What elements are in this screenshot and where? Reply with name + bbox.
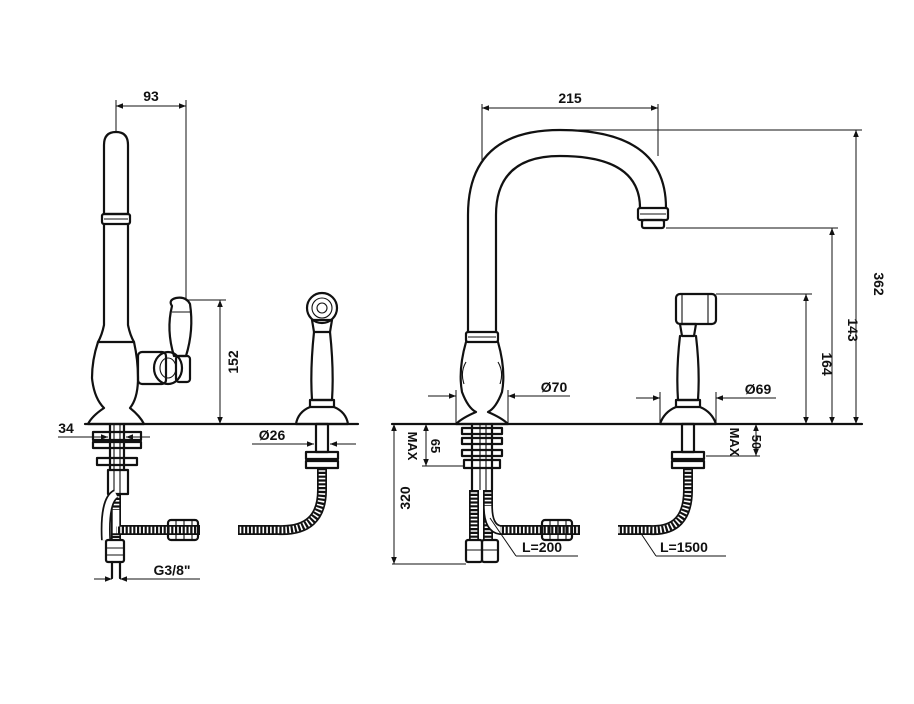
dim-hole-34: 34 (58, 420, 150, 440)
mixer-front-fittings (460, 422, 504, 492)
dim-deck-50: 50 MAX (706, 423, 764, 457)
dim-outlet-label: 143 (845, 318, 861, 342)
dim-thread-label: G3/8" (154, 562, 191, 578)
front-view: 215 362 143 164 Ø70 (390, 90, 887, 565)
hose-long-label: L=1500 (660, 539, 708, 555)
spray-front-body (658, 292, 718, 470)
hose-short-label: L=200 (522, 539, 562, 555)
dim-spout-215: 215 (481, 90, 659, 160)
dim-hole-label: 34 (58, 420, 74, 436)
dim-hose-320: 320 (391, 424, 466, 565)
dim-spray-69: Ø69 (636, 381, 776, 424)
dim-spray-164: 164 (716, 293, 835, 424)
dim-spout-label: 215 (558, 90, 582, 106)
dim-base-label: Ø70 (541, 379, 568, 395)
spray-side-body (294, 291, 350, 470)
dim-handle-label: 152 (225, 350, 241, 374)
dim-spray-height-label: 164 (819, 352, 835, 376)
dim-thread: G3/8" (94, 562, 200, 582)
callout-hose-1500: L=1500 (639, 531, 726, 557)
dim-deck-spray-label: 50 (749, 435, 764, 449)
max-label-spray: MAX (727, 428, 742, 457)
dim-base-70: Ø70 (428, 379, 570, 424)
mixer-side-fittings (91, 422, 143, 496)
dim-spray-base-label: Ø26 (259, 427, 286, 443)
max-label-mixer: MAX (405, 432, 420, 461)
dim-reach-label: 93 (143, 88, 159, 104)
dim-reach-93: 93 (115, 88, 187, 300)
spray-hose-right (483, 468, 693, 542)
dim-deck-mixer-label: 65 (428, 439, 443, 453)
side-view: 93 152 34 Ø26 G3/8" (58, 88, 360, 582)
dim-total-362: 362 (560, 129, 887, 424)
dim-outlet-143: 143 (666, 227, 861, 424)
dim-hose-depth-label: 320 (397, 486, 413, 510)
dim-spray-base: Ø26 (252, 427, 356, 447)
mixer-front-body (454, 128, 670, 564)
dim-spray-dia-label: Ø69 (745, 381, 772, 397)
dim-total-label: 362 (871, 272, 887, 296)
spray-hose-left (110, 468, 327, 542)
dim-handle-152: 152 (186, 299, 241, 424)
callout-hose-200: L=200 (489, 517, 578, 557)
mixer-side-body (86, 130, 193, 580)
dim-deck-65: 65 MAX (405, 423, 464, 467)
